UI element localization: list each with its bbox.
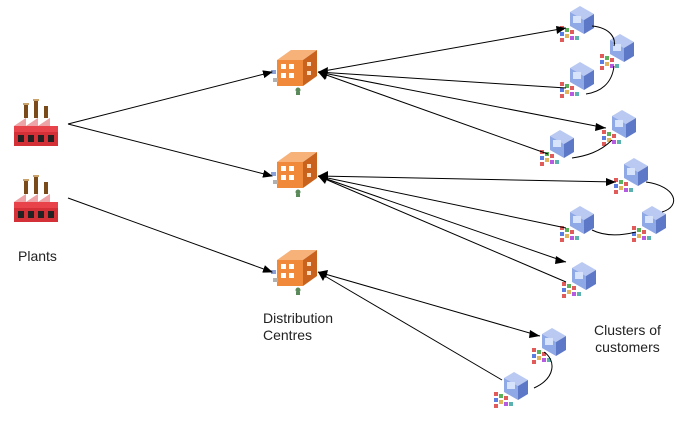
arrow-dc2-cust9a (317, 175, 567, 263)
arrow-plant1-dc2 (67, 123, 273, 178)
clusters-of-customers-label-line1: Clusters of (594, 322, 661, 338)
customer-cluster-3-icon (560, 62, 594, 98)
customer-cluster-7-icon (560, 206, 594, 242)
distribution-centres-label: Distribution Centres (263, 310, 333, 344)
arrow-plant1-dc1 (67, 70, 273, 125)
dc-3-warehouse-icon (271, 250, 317, 295)
plant-2-factory-icon (14, 175, 58, 222)
distribution-centres-label-line2: Centres (263, 327, 313, 343)
loop-cust6-cust8 (645, 181, 674, 213)
customer-cluster-9-icon (562, 262, 596, 298)
customer-cluster-11-icon (494, 372, 528, 408)
customer-cluster-10-icon (532, 328, 566, 364)
loop-cust2-cust3 (585, 65, 615, 95)
customer-cluster-6-icon (614, 158, 648, 194)
distribution-centres-label-line1: Distribution (263, 310, 334, 326)
loop-cust1-cust2 (591, 25, 615, 47)
arrow-plant2-dc3 (67, 197, 273, 273)
arrow-dc1-cust3 (317, 71, 567, 89)
arrow-dc1-cust1 (317, 27, 567, 73)
clusters-of-customers-label: Clusters of customers (594, 322, 661, 356)
customer-cluster-5-icon (540, 130, 574, 166)
loop-cust8-cust7 (591, 229, 637, 236)
plants-label-text: Plants (18, 248, 57, 264)
clusters-of-customers-label-line2: customers (595, 339, 660, 355)
customer-cluster-1-icon (560, 6, 594, 42)
arrow-dc3-cust10 (317, 271, 541, 337)
dc-arrowheads (318, 67, 328, 281)
arrow-dc3-cust11 (317, 271, 503, 381)
customer-arrowheads (529, 26, 616, 338)
arrow-dc1-cust5 (317, 71, 549, 155)
customer-cluster-8-icon (632, 206, 666, 242)
arrow-dc1-cust4 (317, 71, 607, 129)
customer-cluster-4-icon (602, 110, 636, 146)
plant-1-factory-icon (14, 99, 58, 146)
loop-cust10-cust11 (533, 351, 553, 389)
arrow-dc2-cust9b (317, 175, 567, 283)
customer-cluster-2-icon (600, 34, 634, 70)
dc-1-warehouse-icon (271, 50, 317, 95)
arrow-dc2-cust6 (317, 175, 617, 183)
arrow-dc2-cust7 (317, 175, 567, 229)
loop-cust4-cust5 (571, 139, 613, 159)
dc-2-warehouse-icon (271, 152, 317, 197)
plants-label: Plants (18, 248, 57, 265)
